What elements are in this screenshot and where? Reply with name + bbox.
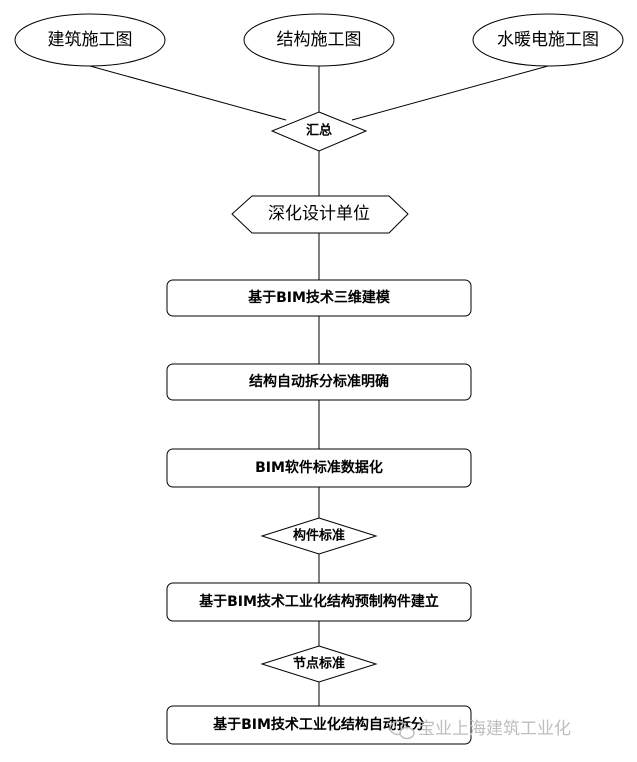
edge-architecture-to-merge bbox=[89, 65, 287, 121]
watermark-text: 宝业上海建筑工业化 bbox=[418, 719, 571, 739]
source-structure-node: 结构施工图 bbox=[243, 13, 395, 67]
source-structure-label: 结构施工图 bbox=[277, 30, 362, 50]
prefab-build-label: 基于BIM技术工业化结构预制构件建立 bbox=[199, 593, 439, 610]
deep-design-label: 深化设计单位 bbox=[268, 204, 370, 224]
merge-label: 汇总 bbox=[306, 123, 332, 139]
wechat-icon bbox=[389, 720, 415, 740]
deep-design-node: 深化设计单位 bbox=[231, 195, 409, 234]
bim-model-node: 基于BIM技术三维建模 bbox=[166, 279, 472, 317]
bim-model-label: 基于BIM技术三维建模 bbox=[248, 289, 391, 306]
node-standard-node: 节点标准 bbox=[260, 645, 378, 683]
connectors bbox=[89, 65, 549, 706]
source-architecture-label: 建筑施工图 bbox=[48, 30, 133, 50]
source-mep-label: 水暖电施工图 bbox=[497, 30, 599, 50]
auto-split-label: 基于BIM技术工业化结构自动拆分 bbox=[213, 716, 425, 733]
edge-mep-to-merge bbox=[351, 65, 549, 121]
merge-decision-node: 汇总 bbox=[270, 111, 368, 152]
split-standard-node: 结构自动拆分标准明确 bbox=[166, 363, 472, 401]
prefab-build-node: 基于BIM技术工业化结构预制构件建立 bbox=[166, 582, 472, 622]
component-standard-label: 构件标准 bbox=[293, 528, 345, 544]
watermark: 宝业上海建筑工业化 bbox=[389, 719, 571, 740]
source-architecture-node: 建筑施工图 bbox=[14, 13, 166, 67]
source-mep-node: 水暖电施工图 bbox=[472, 13, 624, 67]
split-standard-label: 结构自动拆分标准明确 bbox=[249, 373, 389, 390]
data-standard-node: BIM软件标准数据化 bbox=[166, 448, 472, 488]
data-standard-label: BIM软件标准数据化 bbox=[255, 459, 383, 476]
node-standard-label: 节点标准 bbox=[293, 656, 345, 672]
component-standard-node: 构件标准 bbox=[260, 517, 378, 555]
